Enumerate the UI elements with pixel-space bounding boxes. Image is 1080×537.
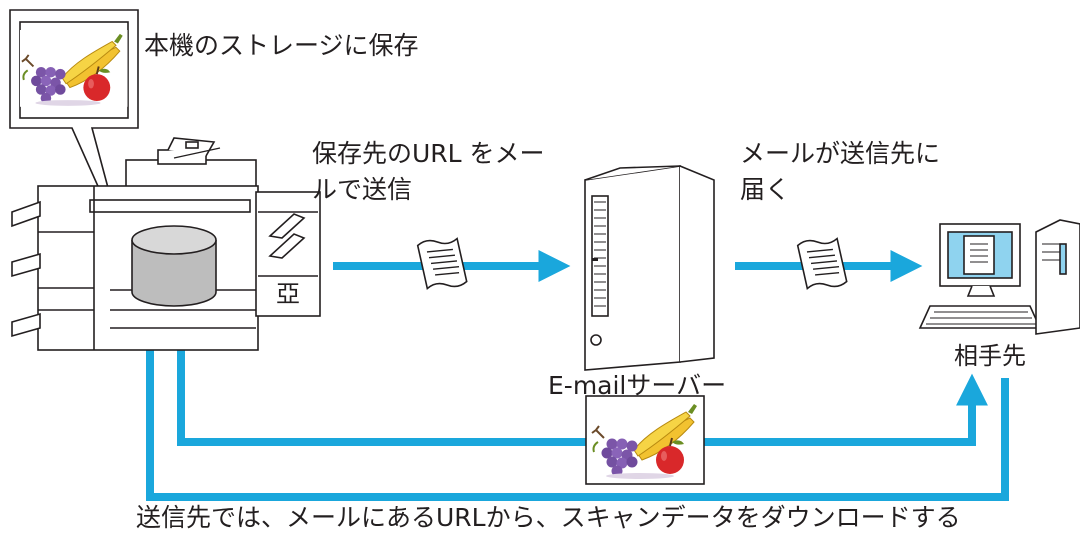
download-request-arrow <box>134 275 1009 501</box>
recipient-label: 相手先 <box>954 342 1026 370</box>
mail-arrives-label: メールが送信先に 届く <box>740 139 941 204</box>
scanned-image-thumbnail-icon-2 <box>585 395 705 485</box>
storage-drum-icon <box>131 225 217 307</box>
storage-label: 本機のストレージに保存 <box>144 31 419 60</box>
server-label: E-mailサーバー <box>548 371 727 400</box>
download-label: 送信先では、メールにあるURLから、スキャンデータをダウンロードする <box>136 503 961 532</box>
send-url-label: 保存先のURL をメー ルで送信 <box>312 139 545 204</box>
email-document-icon-2 <box>796 234 849 293</box>
multifunction-printer-icon: 亞 <box>11 137 321 351</box>
data-delivery-arrow <box>177 290 988 446</box>
scanned-image-thumbnail-icon <box>19 29 129 108</box>
storage-callout <box>9 9 139 241</box>
email-document-icon <box>416 234 469 293</box>
server-tower-icon <box>584 165 715 371</box>
desktop-computer-icon <box>918 219 1080 335</box>
svg-text:亞: 亞 <box>276 280 300 308</box>
